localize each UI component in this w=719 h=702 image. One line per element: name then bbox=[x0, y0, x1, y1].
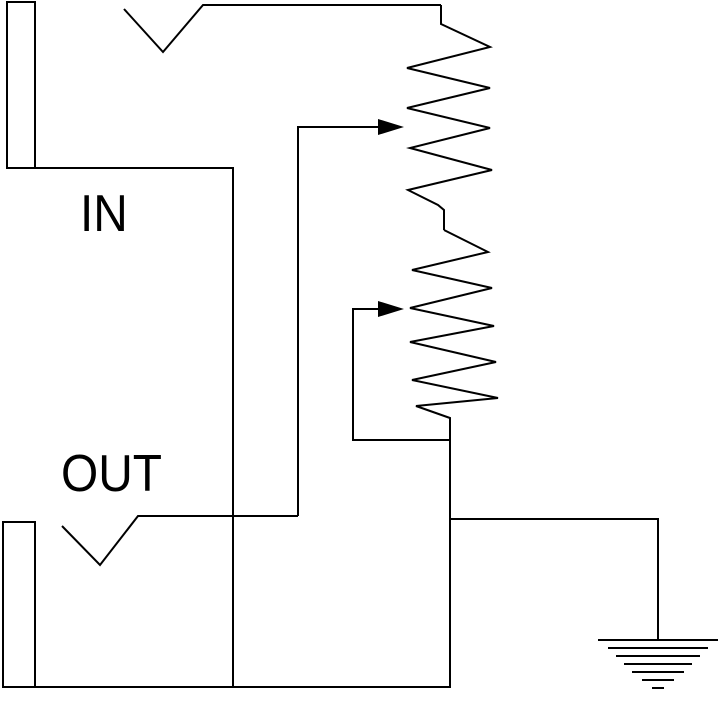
resistor-upper bbox=[405, 5, 493, 230]
ground-rail bbox=[35, 440, 451, 688]
output-jack-tip bbox=[61, 515, 298, 567]
wiper-lower-wire bbox=[352, 308, 450, 441]
ground-symbol bbox=[598, 639, 718, 689]
input-sleeve-wire bbox=[35, 167, 234, 687]
input-label: IN bbox=[80, 185, 128, 243]
output-label: OUT bbox=[61, 445, 162, 503]
input-jack bbox=[6, 1, 441, 169]
wiper-lower-arrow bbox=[378, 301, 404, 317]
input-jack-sleeve bbox=[6, 1, 36, 169]
ground-wire bbox=[450, 518, 659, 640]
output-jack-sleeve bbox=[2, 521, 36, 688]
input-jack-tip bbox=[123, 4, 441, 54]
output-jack bbox=[2, 515, 298, 688]
wiper-upper-wire bbox=[297, 126, 380, 516]
resistor-lower bbox=[409, 229, 499, 440]
wiper-upper-arrow bbox=[378, 119, 404, 135]
